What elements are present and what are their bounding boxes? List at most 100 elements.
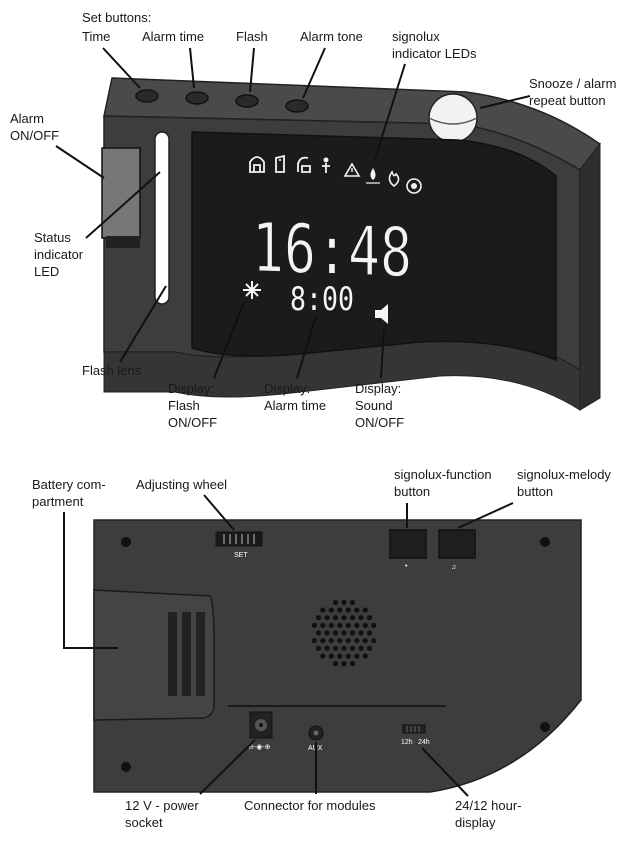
melody-button-symbol: ♫: [451, 564, 456, 571]
label-display-sound-2: Sound: [355, 398, 393, 413]
speaker-hole: [345, 653, 351, 659]
speaker-hole: [328, 653, 334, 659]
label-flash: Flash: [236, 29, 268, 44]
front-view: 16:48 8:00 Set buttons: Time Alarm time …: [10, 10, 616, 430]
signolux-function-button[interactable]: [389, 529, 427, 559]
lcd-display: [191, 131, 557, 362]
speaker-hole: [366, 630, 373, 636]
front-leader-lines: [55, 47, 531, 379]
label-snooze-1: Snooze / alarm: [529, 76, 616, 91]
speaker-hole: [320, 653, 326, 659]
signolux-melody-button[interactable]: [438, 529, 476, 559]
water-icon: [366, 168, 380, 184]
adjusting-wheel[interactable]: [215, 531, 263, 547]
speaker-hole: [328, 607, 334, 613]
speaker-hole: [341, 599, 347, 606]
speaker-hole: [324, 630, 330, 636]
alarm-time-button[interactable]: [185, 91, 209, 105]
speaker-hole: [354, 607, 360, 613]
speaker-hole: [358, 630, 364, 636]
speaker-hole: [362, 622, 368, 629]
back-leader-lines: [63, 494, 514, 797]
label-display-sound-3: ON/OFF: [355, 415, 404, 430]
alarm-tone-button[interactable]: [285, 99, 309, 113]
label-flash-lens: Flash lens: [82, 363, 142, 378]
screw-top-right: [540, 537, 550, 547]
snooze-button[interactable]: [428, 93, 478, 143]
label-signolux-leds-2: indicator LEDs: [392, 46, 477, 61]
label-snooze-2: repeat button: [529, 93, 606, 108]
label-adjusting-wheel: Adjusting wheel: [136, 477, 227, 492]
speaker-hole: [311, 638, 317, 644]
label-signolux-function-1: signolux-function: [394, 467, 492, 482]
speaker-hole: [315, 645, 322, 651]
speaker-hole: [371, 622, 377, 629]
power-polarity-symbol: ⊖-◉-⊕: [248, 744, 271, 751]
speaker-hole: [337, 638, 343, 644]
mode-12h-label: 12h: [401, 739, 413, 746]
lcd-time: 16:48: [252, 209, 412, 294]
speaker-hole: [349, 645, 356, 651]
speaker-hole: [354, 622, 360, 629]
screw-bottom-right: [540, 722, 550, 732]
label-status-led-3: LED: [34, 264, 59, 279]
speaker-hole: [324, 615, 330, 621]
speaker-hole: [349, 661, 356, 667]
aux-connector[interactable]: [308, 725, 324, 741]
clock-right-side: [579, 142, 601, 411]
speaker-hole: [341, 645, 347, 651]
speaker-hole: [337, 607, 343, 613]
fax-icon: [297, 156, 311, 173]
label-status-led-1: Status: [34, 230, 71, 245]
speaker-hole: [349, 599, 356, 606]
lcd-alarm-time: 8:00: [290, 280, 354, 318]
speaker-hole: [349, 615, 356, 621]
speaker-hole: [332, 615, 339, 621]
speaker-hole: [320, 607, 326, 613]
warning-icon: [343, 162, 361, 177]
label-display-alarm-1: Display:: [264, 381, 310, 396]
speaker-hole: [320, 638, 326, 644]
speaker-hole: [332, 661, 339, 667]
label-battery-2: partment: [32, 494, 84, 509]
signolux-indicator-leds: [249, 154, 422, 194]
label-display-flash-1: Display:: [168, 381, 214, 396]
screw-top-left: [121, 537, 131, 547]
label-signolux-melody-2: button: [517, 484, 553, 499]
function-button-symbol: •: [405, 563, 408, 570]
set-time-button[interactable]: [135, 89, 159, 103]
speaker-hole: [332, 599, 339, 606]
speaker-hole: [328, 622, 334, 629]
speaker-hole: [324, 645, 330, 651]
label-power-1: 12 V - power: [125, 798, 199, 813]
speaker-hole: [315, 615, 322, 621]
label-signolux-leds-1: signolux: [392, 29, 440, 44]
speaker-hole: [337, 653, 343, 659]
speaker-hole: [371, 638, 377, 644]
label-alarm-switch-1: Alarm: [10, 111, 44, 126]
label-signolux-function-2: button: [394, 484, 430, 499]
back-view: SET • ♫ ⊖-◉-⊕ AUX: [32, 467, 611, 830]
sound-status-icon: [375, 304, 388, 324]
hour-mode-switch[interactable]: [402, 724, 426, 734]
screw-bottom-left: [121, 762, 131, 772]
alarm-on-off-switch[interactable]: [101, 147, 141, 239]
label-alarm-tone: Alarm tone: [300, 29, 363, 44]
label-display-flash-3: ON/OFF: [168, 415, 217, 430]
battery-slots: [168, 612, 205, 696]
speaker-hole: [354, 638, 360, 644]
speaker-hole: [345, 638, 351, 644]
speaker-hole: [366, 645, 373, 651]
speaker-hole: [358, 645, 364, 651]
alarm-switch-base: [106, 236, 140, 248]
label-battery-1: Battery com-: [32, 477, 106, 492]
speaker-hole: [328, 638, 334, 644]
wheel-set-label: SET: [234, 552, 248, 559]
flash-button[interactable]: [235, 94, 259, 108]
speaker-hole: [345, 607, 351, 613]
speaker-hole: [362, 607, 368, 613]
power-socket[interactable]: [249, 711, 273, 739]
door-icon: [249, 156, 265, 173]
speaker-hole: [349, 630, 356, 636]
flash-status-icon: [243, 281, 261, 299]
